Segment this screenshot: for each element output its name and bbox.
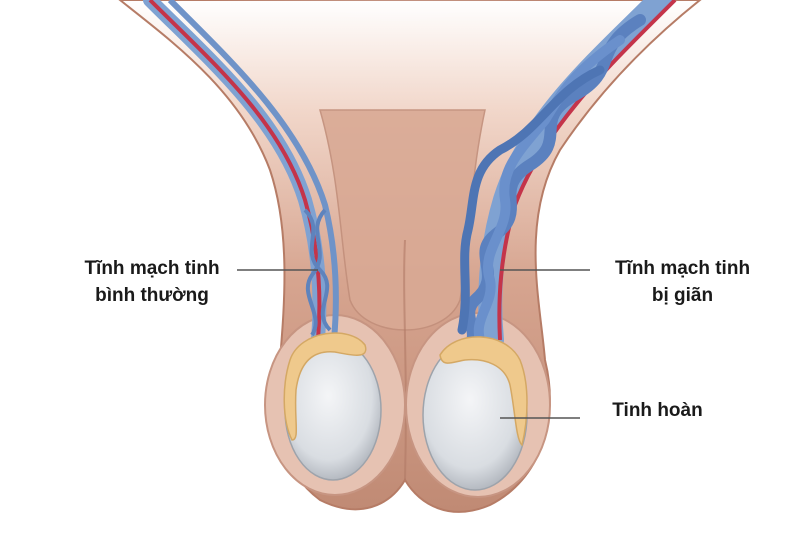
- label-dilated-vein-line1: Tĩnh mạch tinh: [614, 258, 751, 279]
- right-epididymis: [439, 336, 528, 447]
- label-normal-vein: Tĩnh mạch tinh bình thường: [58, 255, 246, 309]
- right-testis: [422, 336, 528, 491]
- label-normal-vein-line2: bình thường: [95, 285, 209, 306]
- label-testis-text: Tinh hoàn: [612, 400, 703, 421]
- left-epididymis: [283, 332, 367, 441]
- left-testis: [283, 332, 382, 481]
- septum-line: [403, 239, 407, 481]
- label-testis: Tinh hoàn: [600, 397, 715, 424]
- label-normal-vein-line1: Tĩnh mạch tinh: [84, 258, 220, 279]
- label-dilated-vein: Tĩnh mạch tinh bị giãn: [590, 255, 775, 309]
- label-dilated-vein-line2: bị giãn: [651, 285, 714, 306]
